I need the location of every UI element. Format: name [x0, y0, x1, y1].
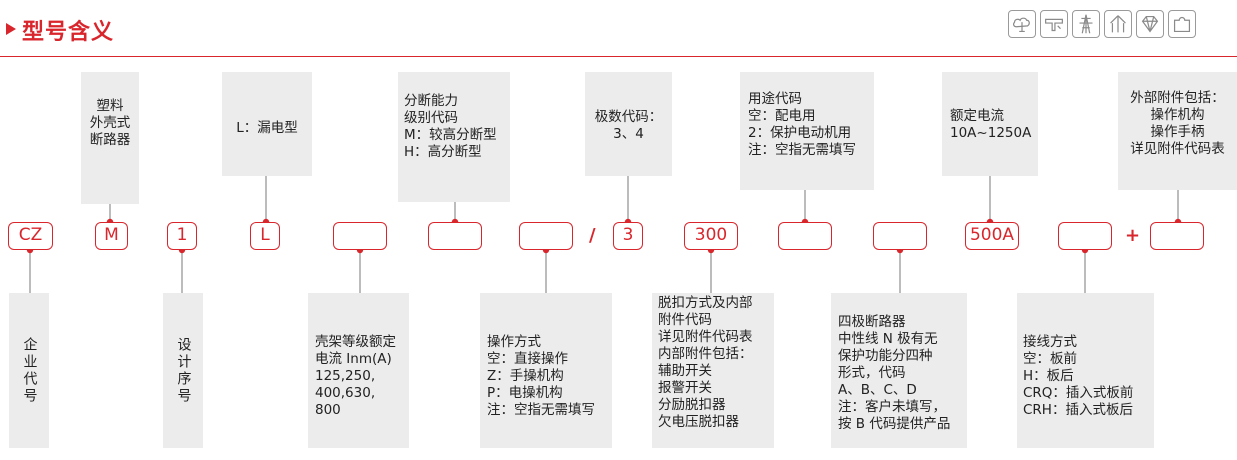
- code-500a: 500A: [965, 222, 1019, 250]
- code-l: L: [250, 222, 280, 250]
- note-trip-mode: 脱扣方式及内部 附件代码 详见附件代码表 内部附件包括： 辅助开关 报警开关 分…: [652, 293, 774, 448]
- note-breaking-capacity: 分断能力 级别代码 M：较高分断型 H：高分断型: [398, 72, 510, 202]
- code-m: M: [95, 222, 128, 250]
- puzzle-icon: [1168, 10, 1196, 38]
- code-cz: CZ: [8, 222, 53, 250]
- note-wiring-mode: 接线方式 空：板前 H：板后 CRQ：插入式板前 CRH：插入式板后: [1017, 293, 1154, 448]
- diamond-icon: [1136, 10, 1164, 38]
- code-blank-breaking: [428, 222, 482, 250]
- network-icon: [1104, 10, 1132, 38]
- code-3: 3: [613, 222, 643, 250]
- note-enterprise-code: 企业代号: [9, 293, 49, 448]
- code-blank-fourpole: [873, 222, 927, 250]
- note-use-code: 用途代码 空：配电用 2：保护电动机用 注：空指无需填写: [740, 72, 874, 190]
- note-frame-current: 壳架等级额定 电流 Inm(A) 125,250, 400,630, 800: [308, 293, 409, 448]
- plus-separator: +: [1125, 225, 1141, 246]
- note-plastic-case: 塑料 外壳式 断路器: [81, 72, 139, 204]
- cloud-tree-icon: [1008, 10, 1036, 38]
- page-title: 型号含义: [22, 20, 115, 45]
- note-operation-mode: 操作方式 空：直接操作 Z：手操机构 P：电操机构 注：空指无需填写: [480, 293, 612, 448]
- title-row: 型号含义: [0, 0, 1237, 60]
- code-blank-frame: [333, 222, 387, 250]
- note-four-pole: 四极断路器 中性线 N 极有无 保护功能分四种 形式，代码 A、B、C、D 注：…: [831, 293, 967, 448]
- code-blank-wiring: [1058, 222, 1112, 250]
- code-300: 300: [684, 222, 738, 250]
- code-1: 1: [167, 222, 197, 250]
- note-design-serial: 设计序号: [163, 293, 203, 448]
- title-arrow-icon: [6, 23, 16, 35]
- note-rated-current: 额定电流 10A~1250A: [942, 72, 1038, 176]
- title-divider: [0, 56, 1237, 57]
- note-external-accessory: 外部附件包括： 操作机构 操作手柄 详见附件代码表: [1118, 72, 1237, 190]
- code-blank-operation: [519, 222, 573, 250]
- note-pole-code: 极数代码： 3、4: [585, 72, 672, 176]
- tool-icon: [1040, 10, 1068, 38]
- tower-icon: [1072, 10, 1100, 38]
- code-blank-accessory: [1150, 222, 1204, 250]
- note-leakage-type: L：漏电型: [222, 72, 312, 176]
- slash-separator: /: [589, 225, 596, 246]
- code-blank-use: [778, 222, 832, 250]
